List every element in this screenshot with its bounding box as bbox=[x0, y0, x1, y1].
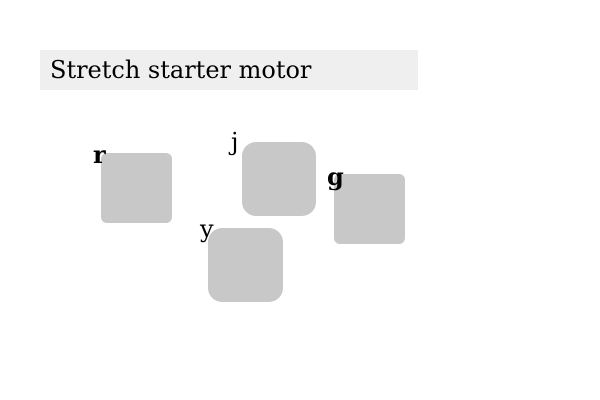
page-title: Stretch starter motor bbox=[40, 50, 418, 90]
tile-y[interactable] bbox=[208, 228, 283, 302]
tile-label-r: r bbox=[93, 140, 106, 169]
tile-label-g: g bbox=[327, 162, 344, 191]
tile-g[interactable] bbox=[334, 174, 405, 244]
tile-label-j: j bbox=[231, 128, 239, 156]
tile-r[interactable] bbox=[101, 153, 172, 223]
tile-j[interactable] bbox=[242, 142, 316, 216]
tile-label-y: y bbox=[200, 215, 214, 243]
